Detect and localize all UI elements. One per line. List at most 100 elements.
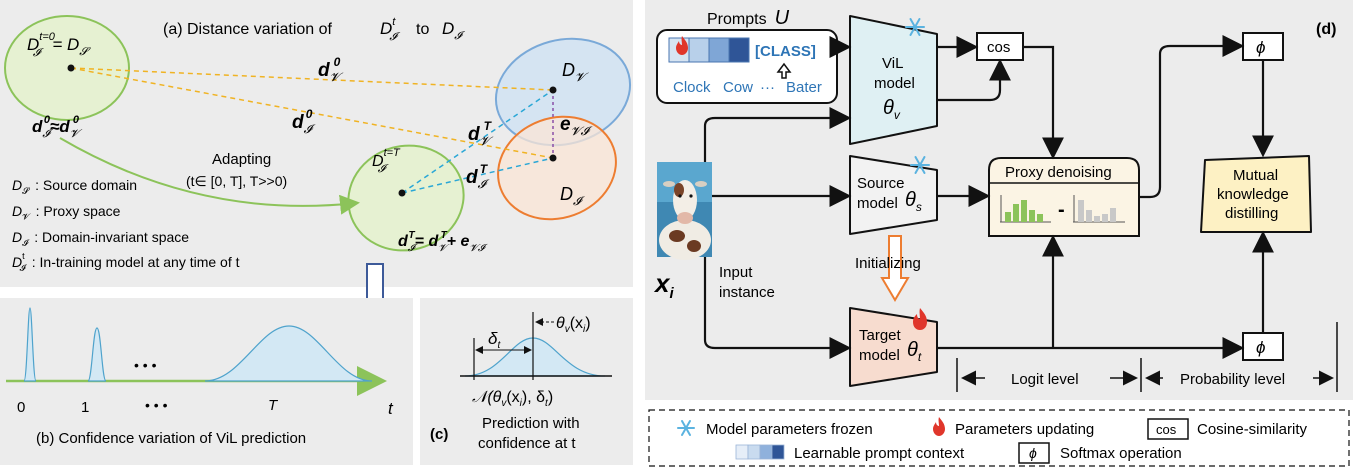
d-v0-label: d𝓥0 (318, 55, 344, 84)
fire-icon-prompts (676, 36, 688, 55)
source-ellipse (4, 15, 130, 121)
legend: Model parameters frozen Parameters updat… (648, 409, 1350, 467)
dist-T (204, 325, 373, 382)
initializing-arrow (880, 235, 910, 302)
adapting-arrow (59, 137, 360, 215)
svg-text:model: model (857, 195, 898, 212)
legend-frozen: Model parameters frozen (706, 421, 873, 438)
panel-c-caption-label: (c) (430, 426, 448, 443)
dots-bottom: • • • (145, 397, 168, 413)
fire-icon (933, 417, 945, 436)
panel-d-label: (d) (1316, 21, 1336, 38)
dist-1 (87, 327, 107, 382)
dist-0 (23, 307, 37, 382)
mkd-box (1200, 155, 1312, 233)
input-label-2: instance (719, 284, 775, 301)
x-i-label: xi (653, 268, 674, 302)
axis-t-label: t (388, 399, 394, 418)
snowflake-icon-vil (905, 18, 925, 36)
legend-phi-box (1018, 442, 1050, 464)
svg-text:Source: Source (857, 175, 905, 192)
level-scale (956, 322, 1338, 392)
svg-text:to: to (416, 21, 429, 38)
panel-b-figure: 0 1 • • • • • • T t (b) Confidence varia… (6, 307, 394, 447)
tick-T: T (268, 397, 279, 414)
adapting-range: (t∈ [0, T], T>>0) (186, 173, 287, 189)
svg-text:Mutual: Mutual (1233, 167, 1278, 184)
svg-text:model: model (859, 347, 900, 364)
svg-text:θv: θv (883, 97, 901, 122)
d-iT-label: d𝓘T (466, 162, 490, 191)
svg-text:model: model (874, 75, 915, 92)
approx-eq: d𝓘0≈d𝓥0 (32, 114, 83, 140)
panel-c (420, 298, 633, 465)
panel-c-caption-2: confidence at t (478, 435, 576, 452)
panel-c-figure: δt θv(xi) 𝒩(θv(xi), δt) (c) Prediction w… (430, 312, 612, 452)
panel-a-title: (a) Distance variation of (163, 21, 333, 38)
fire-icon-target (913, 308, 927, 330)
word-dots: ··· (760, 79, 775, 96)
panel-b-caption: (b) Confidence variation of ViL predicti… (36, 430, 306, 447)
snowflake-icon-source (910, 156, 930, 174)
svg-text:Dt𝓘: In-training model at any: Dt𝓘: In-training model at any time of t (12, 251, 240, 273)
gray-hist-icon (1073, 195, 1125, 223)
e-vi-label: e𝓥𝓘 (560, 114, 593, 138)
up-arrow-icon (776, 62, 792, 79)
svg-text:θs: θs (905, 189, 922, 214)
svg-text:θt: θt (907, 339, 922, 364)
svg-text:Dt𝓘: Dt𝓘 (380, 16, 400, 43)
svg-text:ϕ: ϕ (1256, 38, 1265, 57)
green-hist-icon (1000, 195, 1051, 223)
legend-prompt-context: Learnable prompt context (794, 445, 965, 462)
class-token: [CLASS] (755, 43, 816, 60)
eq-T: d𝓘T= d𝓥T+ e𝓥𝓘 (398, 230, 488, 254)
legend-prompt-cells (735, 444, 785, 460)
svg-text:ViL: ViL (882, 55, 903, 72)
svg-text:cos: cos (987, 39, 1010, 56)
word-bater: Bater (786, 79, 822, 96)
svg-text:Target: Target (859, 327, 902, 344)
snowflake-icon (677, 420, 695, 436)
panel-c-caption-1: Prediction with (482, 415, 580, 432)
normal-label: 𝒩(θv(xi), δt) (472, 389, 553, 409)
input-label-1: Input (719, 264, 753, 281)
legend-cos-box (1147, 418, 1189, 440)
tick-0: 0 (17, 399, 25, 416)
svg-text:ϕ: ϕ (1029, 445, 1037, 461)
logit-level-label: Logit level (1011, 371, 1079, 388)
adapting-label: Adapting (212, 151, 271, 168)
cow-image (657, 162, 712, 260)
svg-text:D𝓥: Proxy space: D𝓥: Proxy space (12, 203, 121, 222)
minus-sign: - (1058, 199, 1065, 221)
confidence-curve (464, 337, 606, 377)
initializing-label: Initializing (855, 255, 921, 272)
d-vT-line (401, 89, 554, 194)
d-i0-line (70, 67, 554, 159)
word-cow: Cow (723, 79, 753, 96)
svg-text:knowledge: knowledge (1217, 186, 1289, 203)
svg-text:D𝓘: D𝓘 (442, 19, 465, 42)
word-clock: Clock (673, 79, 711, 96)
legend-updating: Parameters updating (955, 421, 1094, 438)
svg-text:D𝓢: Source domain: D𝓢: Source domain (12, 177, 137, 196)
dots-top: • • • (134, 357, 157, 373)
svg-text:D𝓘: Domain-invariant space: D𝓘: Domain-invariant space (12, 229, 189, 248)
svg-text:distilling: distilling (1225, 205, 1278, 222)
svg-text:Proxy denoising: Proxy denoising (1005, 164, 1112, 181)
d-v0-line (70, 67, 554, 91)
panel-a-legend: D𝓢: Source domain D𝓥: Proxy space D𝓘: Do… (12, 177, 240, 273)
source-model (849, 155, 938, 235)
d-vT-label: d𝓥T (468, 119, 494, 148)
svg-text:cos: cos (1156, 422, 1177, 437)
delta-label: δt (488, 329, 501, 351)
invariant-ellipse (497, 115, 617, 221)
d-iT-line (401, 157, 554, 194)
legend-cos-text: Cosine-similarity (1197, 421, 1308, 438)
legend-softmax: Softmax operation (1060, 445, 1182, 462)
probability-level-label: Probability level (1180, 371, 1285, 388)
